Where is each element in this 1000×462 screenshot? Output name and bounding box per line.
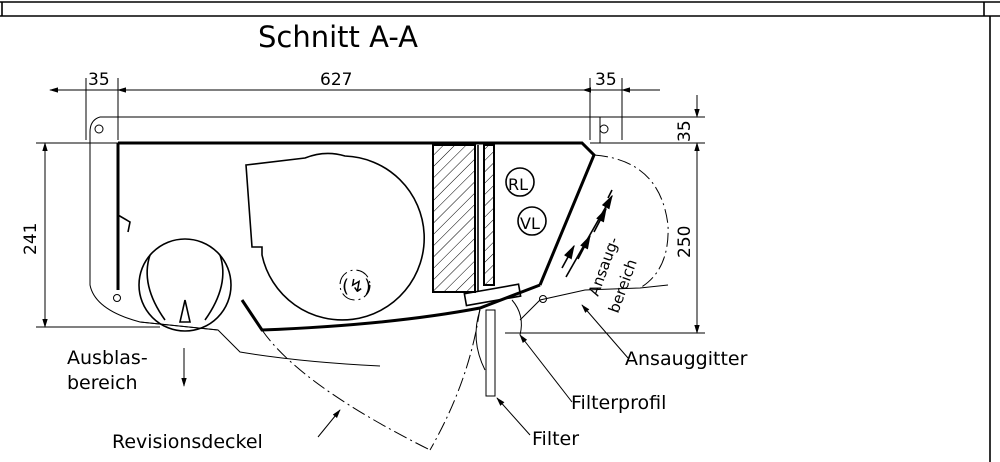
- dim-height-left: 241: [21, 223, 41, 255]
- fan-housing: (↯): [245, 152, 426, 321]
- section-title: Schnitt A-A: [258, 20, 418, 54]
- dim-width: 627: [320, 70, 352, 90]
- label-filter: Filter: [532, 428, 579, 450]
- dim-right-margin: 35: [595, 70, 617, 90]
- casing-outline: [89, 116, 669, 331]
- pipe-vl-label: VL: [520, 214, 540, 233]
- heat-exchanger: [432, 144, 495, 293]
- pipe-connections: [505, 167, 547, 236]
- label-ansauggitter: Ansauggitter: [625, 348, 748, 370]
- width-dimension: [49, 78, 660, 140]
- electrical-symbol-icon: (↯): [342, 276, 371, 297]
- left-dimension: [36, 142, 160, 328]
- right-dimensions: [505, 95, 705, 334]
- intake-arrows: [561, 189, 613, 278]
- outlet-blower: [138, 238, 381, 367]
- filter-assembly: [463, 283, 522, 397]
- dim-top-offset: 35: [675, 120, 695, 142]
- label-filterprofil: Filterprofil: [571, 392, 666, 414]
- dim-left-margin: 35: [88, 70, 110, 90]
- label-revisionsdeckel: Revisionsdeckel: [112, 431, 263, 453]
- unit-housing: [116, 141, 596, 332]
- leader-lines: [317, 304, 629, 438]
- dim-height-right: 250: [675, 226, 695, 258]
- outlet-area-label-2: bereich: [67, 372, 138, 394]
- pipe-rl-label: RL: [508, 175, 528, 194]
- outlet-area-label-1: Ausblas-: [67, 347, 148, 369]
- swing-arcs: [261, 154, 669, 451]
